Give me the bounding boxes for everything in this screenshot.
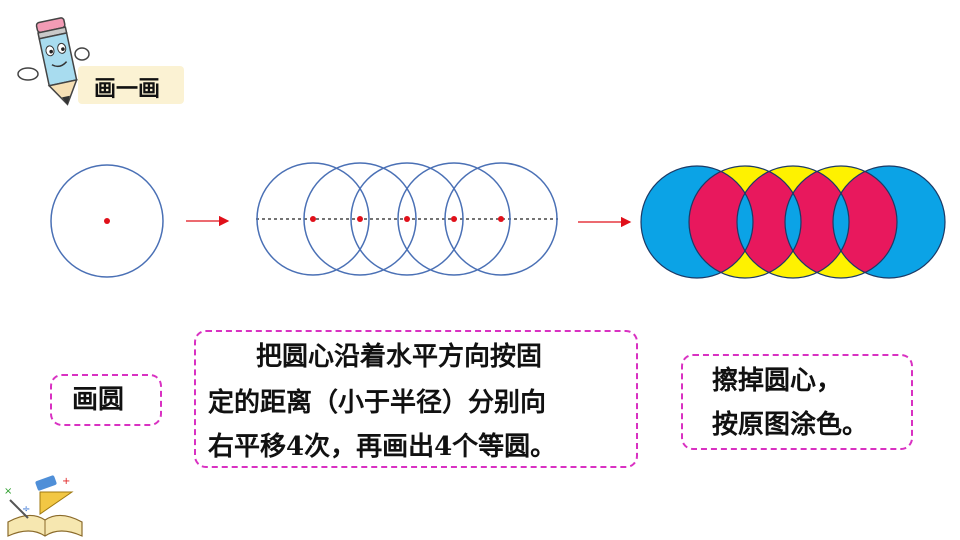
center-dot-1 xyxy=(310,216,316,222)
step2-line3: 右平移4次，再画出4个等圆。 xyxy=(208,432,557,462)
svg-text:÷: ÷ xyxy=(22,504,30,515)
math-tools-icon: × + ÷ xyxy=(4,475,83,537)
colored-pattern xyxy=(640,165,946,279)
step3-line2: 按原图涂色。 xyxy=(712,410,869,440)
step2-line1: 把圆心沿着水平方向按固 xyxy=(256,342,543,372)
circle-4 xyxy=(397,162,511,276)
step1-label: 画圆 xyxy=(72,385,125,415)
circle-5 xyxy=(444,162,558,276)
header-tag xyxy=(78,66,184,104)
center-dot-5 xyxy=(498,216,504,222)
step3-box xyxy=(681,354,913,450)
center-dot xyxy=(104,218,110,224)
step3-line1: 擦掉圆心， xyxy=(712,366,843,396)
step2-line2: 定的距离（小于半径）分别向 xyxy=(208,388,547,418)
pencil-mascot-icon xyxy=(17,17,90,106)
page-title: 画一画 xyxy=(94,76,161,102)
center-dot-3 xyxy=(404,216,410,222)
svg-text:+: + xyxy=(62,476,70,487)
svg-text:×: × xyxy=(4,486,12,497)
circle-2 xyxy=(303,162,417,276)
step2-box xyxy=(194,330,638,468)
step1-box xyxy=(50,374,162,426)
center-dot-2 xyxy=(357,216,363,222)
circle-3 xyxy=(350,162,464,276)
center-dot-4 xyxy=(451,216,457,222)
single-circle xyxy=(50,164,164,278)
circle-1 xyxy=(256,162,370,276)
